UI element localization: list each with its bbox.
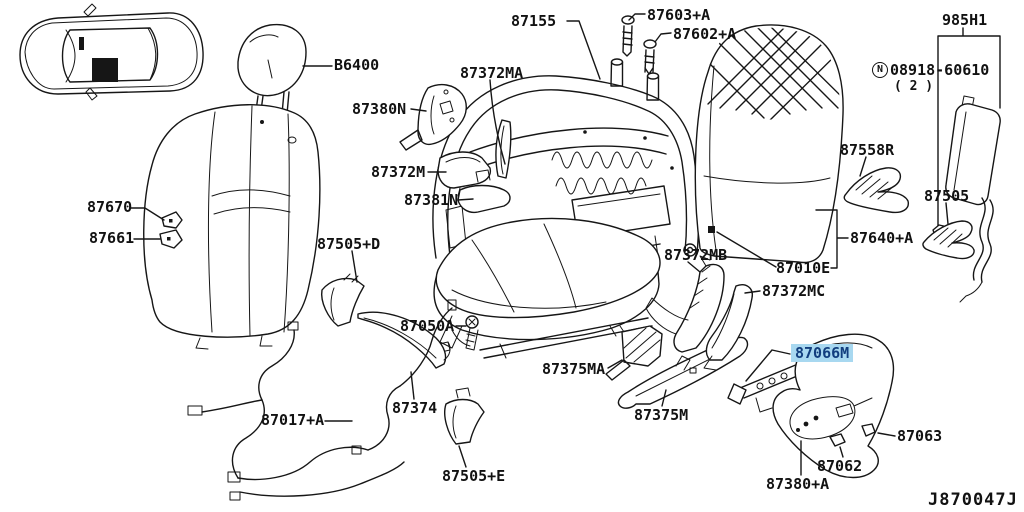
part-label-87505d[interactable]: 87505+D — [317, 235, 381, 253]
harness-87017a-drawing — [187, 299, 457, 501]
part-label-87661[interactable]: 87661 — [89, 229, 135, 247]
part-label-87050a[interactable]: 87050A — [400, 317, 455, 335]
cover-87381n-drawing — [457, 169, 511, 214]
strip-87372ma-drawing — [495, 119, 512, 179]
part-label-87603a[interactable]: 87603+A — [647, 6, 711, 24]
part-label-87602a[interactable]: 87602+A — [673, 25, 737, 43]
finisher-87372mb-drawing — [645, 255, 725, 353]
bracket-87375ma-drawing — [605, 325, 663, 381]
part-label-87372mb[interactable]: 87372MB — [664, 246, 728, 264]
cover-87380n-drawing — [399, 83, 467, 151]
cover-87505e-drawing — [444, 387, 485, 445]
part-label-87017a[interactable]: 87017+A — [261, 411, 325, 429]
part-label-87380n[interactable]: 87380N — [352, 100, 407, 118]
nut-part-number: 08918-60610 — [890, 61, 990, 79]
part-label-87066m-highlighted[interactable]: 87066M — [791, 344, 854, 362]
part-label-87372ma[interactable]: 87372MA — [460, 64, 524, 82]
part-label-87062[interactable]: 87062 — [817, 457, 863, 475]
cover-87505d-drawing — [321, 273, 365, 327]
part-label-87505e[interactable]: 87505+E — [442, 467, 506, 485]
strip-87374-drawing — [357, 311, 451, 369]
back-board-drawing — [694, 24, 844, 264]
part-label-87372mc[interactable]: 87372MC — [762, 282, 826, 300]
part-label-87381n[interactable]: 87381N — [404, 191, 459, 209]
car-top-view — [19, 3, 204, 101]
adjuster-and-shield-drawing — [727, 333, 895, 479]
part-label-b6400[interactable]: B6400 — [334, 56, 380, 74]
cover-87505-drawing — [922, 220, 975, 260]
nut-quantity: ( 2 ) — [894, 79, 934, 94]
bolt-87050a-drawing — [465, 315, 479, 351]
headrest-drawing — [237, 23, 307, 119]
seat-cushion-drawing — [429, 217, 661, 359]
part-label-87374[interactable]: 87374 — [392, 399, 438, 417]
leader-lines — [130, 13, 949, 476]
seat-back-cover-drawing — [143, 104, 321, 350]
part-label-87375ma[interactable]: 87375MA — [542, 360, 606, 378]
part-label-87558r[interactable]: 87558R — [840, 141, 895, 159]
part-label-87010e[interactable]: 87010E — [776, 259, 831, 277]
part-label-87155[interactable]: 87155 — [511, 12, 557, 30]
part-label-985h1[interactable]: 985H1 — [942, 11, 988, 29]
part-label-87063[interactable]: 87063 — [897, 427, 943, 445]
part-label-87640a[interactable]: 87640+A — [850, 229, 914, 247]
part-label-87670[interactable]: 87670 — [87, 198, 133, 216]
part-label-87505[interactable]: 87505 — [924, 187, 970, 205]
part-label-87380a[interactable]: 87380+A — [766, 475, 830, 493]
part-label-87375m[interactable]: 87375M — [634, 406, 689, 424]
nut-n-symbol-icon: N — [872, 62, 888, 78]
part-label-87372m[interactable]: 87372M — [371, 163, 426, 181]
diagram-code: J870047J — [928, 490, 1018, 510]
bolt-drawings — [621, 15, 657, 75]
bracket-87558r-drawing — [843, 167, 909, 214]
part-label-nut-08918-60610[interactable]: N 08918-60610 — [872, 62, 989, 78]
side-airbag-drawing — [932, 27, 1001, 303]
